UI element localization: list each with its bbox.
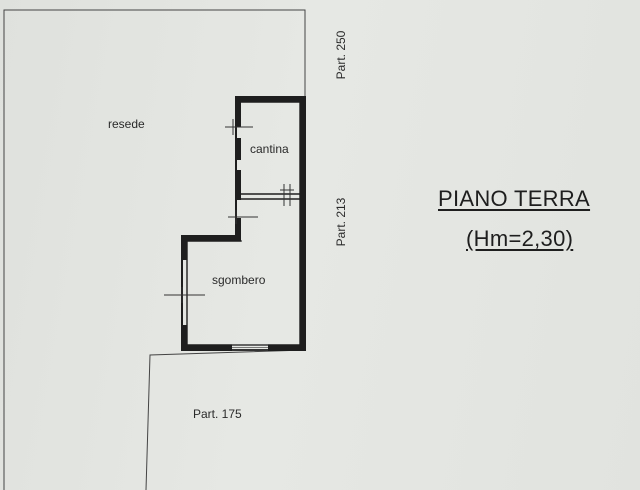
parcel-label-175: Part. 175 <box>193 407 242 421</box>
building-walls <box>181 96 306 351</box>
parcel-label-213: Part. 213 <box>334 197 348 247</box>
bottom-window <box>232 344 268 351</box>
floor-title: PIANO TERRA <box>438 186 591 211</box>
room-label-sgombero: sgombero <box>212 273 266 287</box>
room-label-resede: resede <box>108 117 145 131</box>
parcel-label-250: Part. 250 <box>334 30 348 80</box>
lot-boundary <box>3 9 306 490</box>
lot-boundary-lower <box>145 349 306 490</box>
floor-height: (Hm=2,30) <box>466 226 574 251</box>
room-label-cantina: cantina <box>250 142 289 156</box>
section-ticks <box>164 119 294 303</box>
